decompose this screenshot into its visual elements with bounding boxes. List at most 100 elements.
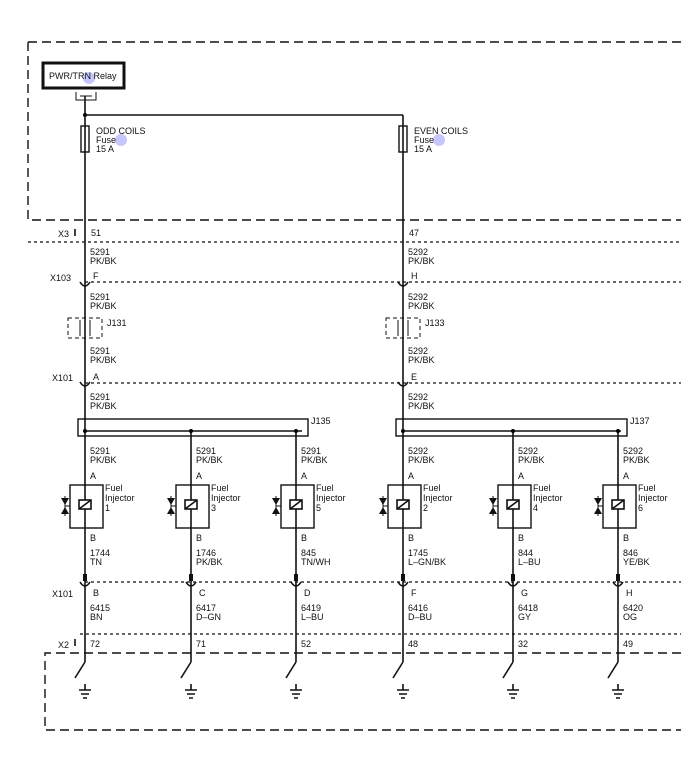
wire-color: GY <box>518 612 531 622</box>
splice-pack-bar <box>397 320 409 336</box>
splice-dot <box>401 429 405 433</box>
circuit-number: 5291 <box>301 446 321 456</box>
wire-color: YE/BK <box>623 557 650 567</box>
x101-pin: F <box>411 588 417 598</box>
x101-pin: G <box>521 588 528 598</box>
circuit-number: 5292 <box>623 446 643 456</box>
x2-pin: 48 <box>408 639 418 649</box>
x101-pin: C <box>199 588 206 598</box>
wire-color: D–BU <box>408 612 432 622</box>
splice-dot <box>616 429 620 433</box>
circuit-number: 1744 <box>90 548 110 558</box>
relay-label: PWR/TRN Relay <box>49 71 117 81</box>
injector-number: 4 <box>533 503 538 513</box>
pin-terminal <box>189 574 193 581</box>
driver-switch-icon <box>607 661 619 679</box>
circuit-number: 844 <box>518 548 533 558</box>
relay-terminal <box>75 92 97 101</box>
fuel-injector-1 <box>61 429 104 699</box>
injector-label: Injector <box>105 493 135 503</box>
x101-connector-symbol <box>397 381 409 387</box>
circuit-number: 5292 <box>408 346 428 356</box>
wire-color: L–BU <box>301 612 324 622</box>
ground-icon <box>79 689 91 699</box>
x2-label: X2 <box>58 640 69 650</box>
circuit-number: 5291 <box>90 446 110 456</box>
pin-terminal <box>511 574 515 581</box>
injector-label: Fuel <box>533 483 551 493</box>
x2-pin: 52 <box>301 639 311 649</box>
pin-a-label: A <box>623 471 629 481</box>
module-boundary-bottom <box>44 652 681 731</box>
wire-color: PK/BK <box>518 455 545 465</box>
wire-color: OG <box>623 612 637 622</box>
driver-switch-icon <box>180 661 192 679</box>
x103-label: X103 <box>50 273 71 283</box>
x103-connector-symbol <box>79 281 91 287</box>
pin-a-label: A <box>518 471 524 481</box>
wire-color: PK/BK <box>408 401 435 411</box>
relay-box-background <box>43 63 124 88</box>
circuit-number: 5291 <box>90 346 110 356</box>
circuit-number: 5292 <box>408 247 428 257</box>
pin-a-label: A <box>196 471 202 481</box>
x103-pin: H <box>411 271 418 281</box>
pin-b-label: B <box>301 533 307 543</box>
wire-color: PK/BK <box>196 455 223 465</box>
driver-switch-icon <box>285 661 297 679</box>
relay-box <box>41 61 126 90</box>
ground-icon <box>507 689 519 699</box>
wire-color: PK/BK <box>90 301 117 311</box>
splice-pack-label: J133 <box>425 318 445 328</box>
splice-dot <box>83 429 87 433</box>
solenoid-coil-slash <box>506 499 520 510</box>
x101-label: X101 <box>52 373 73 383</box>
x103-connector-symbol <box>397 281 409 287</box>
wire-color: PK/BK <box>301 455 328 465</box>
circuit-number: 6415 <box>90 603 110 613</box>
cursor-highlight <box>433 134 445 146</box>
x101-connector-symbol <box>507 581 519 587</box>
wire-color: TN/WH <box>301 557 331 567</box>
solenoid-coil-slash <box>611 499 625 510</box>
x103-pin: F <box>93 271 99 281</box>
wire-color: PK/BK <box>90 355 117 365</box>
circuit-number: 846 <box>623 548 638 558</box>
driver-switch-icon <box>502 661 514 679</box>
x2-pin: 72 <box>90 639 100 649</box>
ground-icon <box>185 689 197 699</box>
wire-color: PK/BK <box>90 455 117 465</box>
circuit-number: 1745 <box>408 548 428 558</box>
wire-color: BN <box>90 612 103 622</box>
fuel-injector-3 <box>167 429 210 699</box>
x101-connector-symbol <box>79 581 91 587</box>
x3-label: X3 <box>58 229 69 239</box>
pin-b-label: B <box>518 533 524 543</box>
circuit-number: 5292 <box>408 446 428 456</box>
wire-color: L–GN/BK <box>408 557 446 567</box>
cursor-highlight <box>83 72 95 84</box>
pin-terminal <box>83 574 87 581</box>
wire-color: D–GN <box>196 612 221 622</box>
x101-pin: E <box>411 372 417 382</box>
wire-color: PK/BK <box>623 455 650 465</box>
circuit-number: 5291 <box>90 392 110 402</box>
injector-label: Injector <box>423 493 453 503</box>
x101-pin: A <box>93 372 99 382</box>
circuit-number: 6418 <box>518 603 538 613</box>
circuit-number: 845 <box>301 548 316 558</box>
circuit-number: 5291 <box>196 446 216 456</box>
fuel-injector-2 <box>379 429 422 699</box>
x101-pin: B <box>93 588 99 598</box>
ground-icon <box>290 689 302 699</box>
solenoid-coil-slash <box>396 499 410 510</box>
injector-label: Fuel <box>316 483 334 493</box>
splice-dot <box>294 429 298 433</box>
pin-b-label: B <box>196 533 202 543</box>
pin-a-label: A <box>408 471 414 481</box>
wire-color: L–BU <box>518 557 541 567</box>
x101-pin: D <box>304 588 311 598</box>
x101-connector-symbol <box>79 381 91 387</box>
pin-b-label: B <box>90 533 96 543</box>
x101-connector-symbol <box>185 581 197 587</box>
